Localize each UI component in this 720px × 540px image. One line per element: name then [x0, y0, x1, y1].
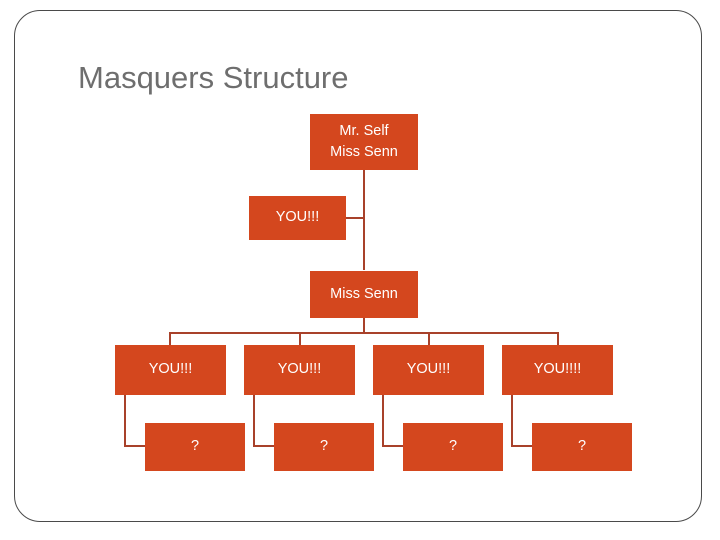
connector-drop-child-3	[428, 332, 430, 346]
connector-elbow-1-horizontal	[124, 445, 146, 447]
connector-bus-line	[169, 332, 559, 334]
page-title: Masquers Structure	[78, 60, 349, 95]
connector-elbow-1-vertical	[124, 395, 126, 447]
org-node-grandchild-3[interactable]: ?	[403, 423, 503, 471]
org-node-grandchild-2[interactable]: ?	[274, 423, 374, 471]
connector-elbow-4-horizontal	[511, 445, 533, 447]
connector-root-to-you	[343, 217, 364, 219]
connector-root-trunk	[363, 170, 365, 270]
connector-elbow-4-vertical	[511, 395, 513, 447]
org-node-root[interactable]: Mr. Self Miss Senn	[310, 114, 418, 170]
org-node-grandchild-1-label: ?	[190, 438, 200, 455]
org-node-child-4-label: YOU!!!!	[533, 361, 582, 378]
org-node-root-line1: Mr. Self	[339, 122, 389, 139]
org-node-child-4[interactable]: YOU!!!!	[502, 345, 613, 395]
org-node-root-line2: Miss Senn	[330, 144, 398, 160]
connector-elbow-3-horizontal	[382, 445, 404, 447]
org-node-child-1[interactable]: YOU!!!	[115, 345, 226, 395]
connector-drop-child-4	[557, 332, 559, 346]
org-node-level1-you-label: YOU!!!	[275, 209, 320, 226]
connector-elbow-2-horizontal	[253, 445, 275, 447]
org-node-grandchild-4[interactable]: ?	[532, 423, 632, 471]
org-node-grandchild-1[interactable]: ?	[145, 423, 245, 471]
connector-drop-child-1	[169, 332, 171, 346]
connector-drop-child-2	[299, 332, 301, 346]
connector-misssenn-drop	[363, 318, 365, 333]
org-node-miss-senn-label: Miss Senn	[330, 285, 398, 302]
org-node-child-3-label: YOU!!!	[406, 361, 451, 378]
org-node-grandchild-2-label: ?	[319, 438, 329, 455]
org-node-miss-senn[interactable]: Miss Senn	[310, 271, 418, 318]
org-node-level1-you[interactable]: YOU!!!	[249, 196, 346, 240]
connector-elbow-3-vertical	[382, 395, 384, 447]
org-node-grandchild-4-label: ?	[577, 438, 587, 455]
org-node-child-1-label: YOU!!!	[148, 361, 193, 378]
connector-elbow-2-vertical	[253, 395, 255, 447]
org-node-child-3[interactable]: YOU!!!	[373, 345, 484, 395]
org-node-child-2[interactable]: YOU!!!	[244, 345, 355, 395]
org-node-grandchild-3-label: ?	[448, 438, 458, 455]
org-node-child-2-label: YOU!!!	[277, 361, 322, 378]
